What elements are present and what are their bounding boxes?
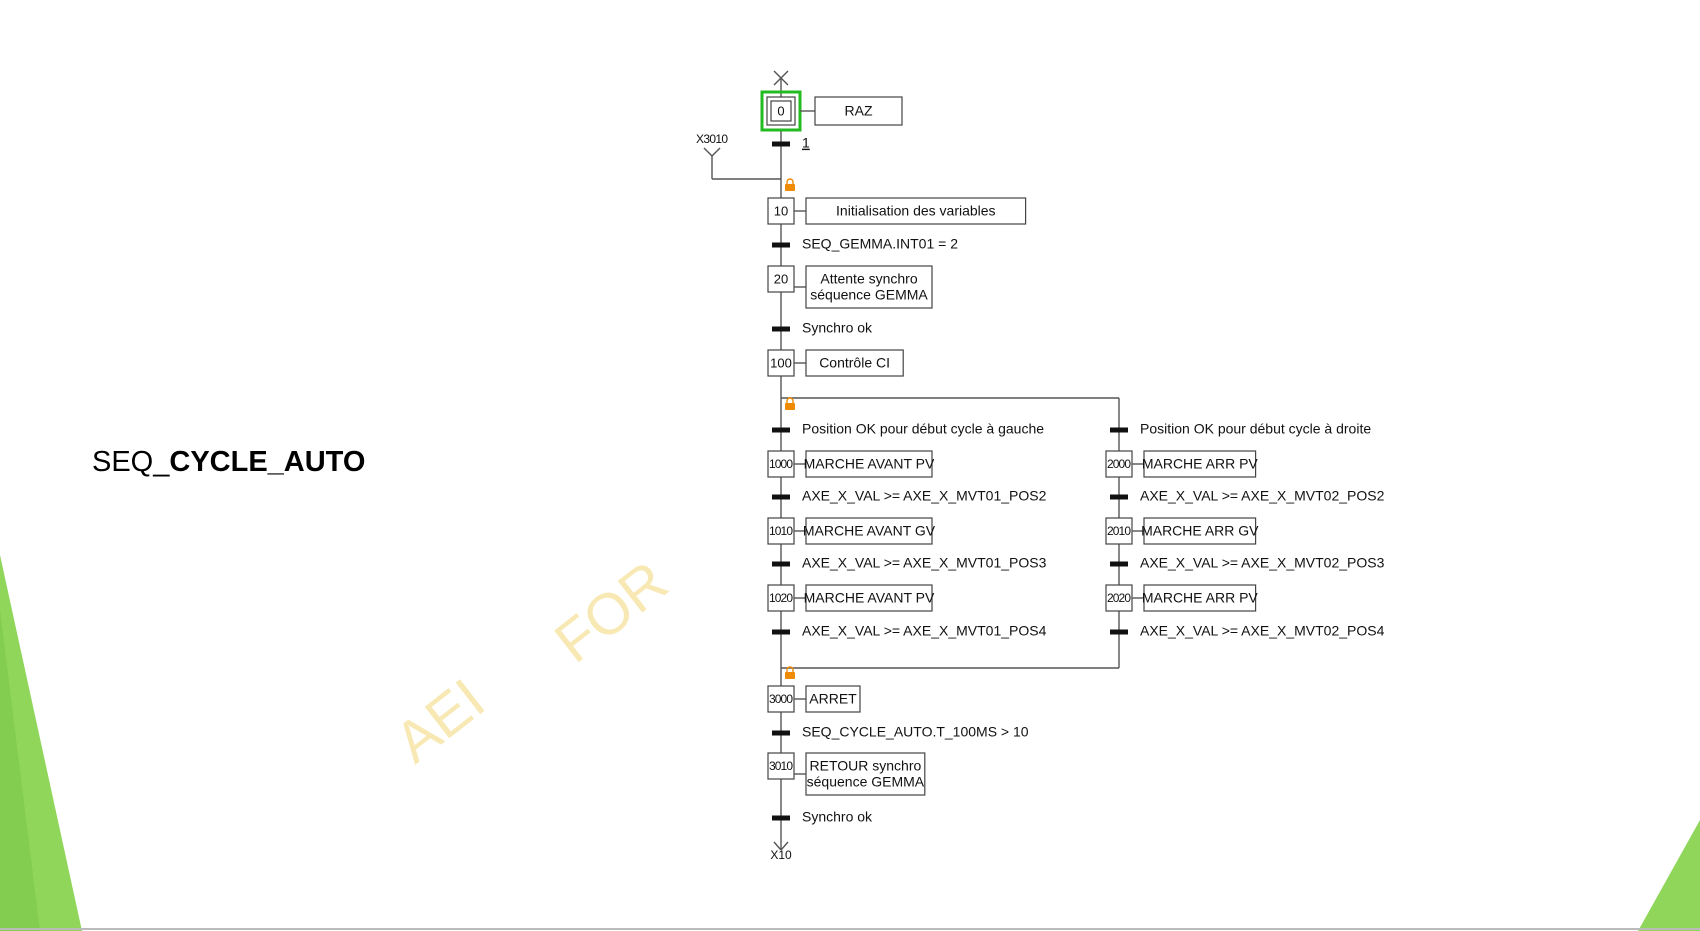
- transition-left-2-bar: [772, 561, 790, 567]
- step-1000-action-box: [805, 450, 933, 478]
- step-1010-action-box: [805, 517, 933, 545]
- lock-icon-3-body: [785, 672, 795, 679]
- transition-right-1-label: AXE_X_VAL >= AXE_X_MVT02_POS2: [1140, 488, 1385, 504]
- transition-right-2-bar: [1110, 561, 1128, 567]
- step-2020-action-text: MARCHE ARR PV: [1142, 590, 1259, 606]
- decor-green-left-dark: [0, 610, 40, 931]
- source-link-label: X3010: [696, 132, 728, 146]
- transition-1-bar: [772, 141, 790, 147]
- source-link-arrow-a: [703, 147, 713, 157]
- step-100-action-text: Contrôle CI: [819, 355, 890, 371]
- step-1000-number: 1000: [769, 457, 793, 471]
- lock-icon-2-shackle: [786, 397, 794, 403]
- transition-right-3-bar: [1110, 629, 1128, 635]
- target-link-label: X10: [770, 848, 792, 862]
- step-2010-action-text: MARCHE ARR GV: [1141, 523, 1259, 539]
- step-20-action-text-2: séquence GEMMA: [810, 287, 928, 303]
- step-1010-action-text: MARCHE AVANT GV: [803, 523, 936, 539]
- step-10-number: 10: [774, 203, 788, 218]
- step-10-action-text: Initialisation des variables: [836, 203, 996, 219]
- lock-icon-2-body: [785, 403, 795, 410]
- step-1020-box: [767, 584, 795, 612]
- step-3000-number: 3000: [769, 692, 793, 706]
- step-0-number: 0: [777, 103, 784, 118]
- transition-right-3-label: AXE_X_VAL >= AXE_X_MVT02_POS4: [1140, 623, 1385, 639]
- step-2020-box: [1105, 584, 1133, 612]
- step-100-action-box: [805, 349, 904, 377]
- step-3010-number: 3010: [769, 759, 793, 773]
- step-20-action-box: [805, 265, 933, 309]
- step-3010-action-box: [805, 752, 926, 796]
- transition-left-1-bar: [772, 494, 790, 500]
- transition-int01-label: SEQ_GEMMA.INT01 = 2: [802, 236, 958, 252]
- step-2000-box: [1105, 450, 1133, 478]
- transition-t100ms-bar: [772, 730, 790, 736]
- lock-icon-1-shackle: [786, 178, 794, 184]
- step-10-action-box: [805, 197, 1027, 225]
- slide-title-bold: CYCLE_AUTO: [169, 446, 366, 478]
- decor-green-right: [1638, 820, 1700, 931]
- step-20-box: [767, 265, 795, 293]
- transition-int01-bar: [772, 242, 790, 248]
- step-2000-number: 2000: [1107, 457, 1131, 471]
- step-1020-number: 1020: [769, 591, 793, 605]
- step-2010-number: 2010: [1107, 524, 1131, 538]
- step-3010-action-text-1: RETOUR synchro: [810, 758, 922, 774]
- transition-left-1-label: AXE_X_VAL >= AXE_X_MVT01_POS2: [802, 488, 1047, 504]
- target-link-arrow-a: [773, 841, 782, 851]
- step-2020-number: 2020: [1107, 591, 1131, 605]
- step-20-action-text-1: Attente synchro: [820, 271, 917, 287]
- step-100-number: 100: [770, 355, 792, 370]
- transition-t100ms-label: SEQ_CYCLE_AUTO.T_100MS > 10: [802, 724, 1029, 740]
- transition-right-2-label: AXE_X_VAL >= AXE_X_MVT02_POS3: [1140, 555, 1385, 571]
- transition-left-3-bar: [772, 629, 790, 635]
- transition-left-3-label: AXE_X_VAL >= AXE_X_MVT01_POS4: [802, 623, 1047, 639]
- step-0-inner-box: [770, 100, 792, 122]
- step-3000-action-text: ARRET: [809, 691, 857, 707]
- transition-synchro-bar: [772, 326, 790, 332]
- step-1020-action-text: MARCHE AVANT PV: [804, 590, 935, 606]
- transition-right-1-bar: [1110, 494, 1128, 500]
- step-1010-number: 1010: [769, 524, 793, 538]
- transition-synchro-end-bar: [772, 815, 790, 821]
- step-3000-box: [767, 685, 795, 713]
- target-link-arrow-b: [780, 841, 789, 851]
- transition-synchro-end-label: Synchro ok: [802, 809, 873, 825]
- transition-right-entry-label: Position OK pour début cycle à droite: [1140, 421, 1371, 437]
- step-2010-box: [1105, 517, 1133, 545]
- step-0-action-text: RAZ: [845, 103, 873, 119]
- slide-title: SEQ_CYCLE_AUTO: [92, 446, 365, 479]
- step-20-number: 20: [774, 271, 788, 286]
- transition-left-entry-label: Position OK pour début cycle à gauche: [802, 421, 1044, 437]
- step-1000-action-text: MARCHE AVANT PV: [804, 456, 935, 472]
- step-2020-action-box: [1143, 584, 1257, 612]
- source-link-arrow-b: [711, 147, 721, 157]
- step-1020-action-box: [805, 584, 933, 612]
- transition-synchro-label: Synchro ok: [802, 320, 873, 336]
- transition-right-entry-bar: [1110, 427, 1128, 433]
- lock-icon-3-shackle: [786, 666, 794, 672]
- step-2010-action-box: [1143, 517, 1257, 545]
- step-3000-action-box: [805, 685, 861, 713]
- step-3010-action-text-2: séquence GEMMA: [807, 774, 925, 790]
- step-0-action-box: [814, 96, 903, 126]
- step-3010-box: [767, 752, 795, 780]
- step-2000-action-box: [1143, 450, 1257, 478]
- transition-left-2-label: AXE_X_VAL >= AXE_X_MVT01_POS3: [802, 555, 1047, 571]
- slide-title-prefix: SEQ_: [92, 446, 170, 478]
- lock-icon-1-body: [785, 184, 795, 191]
- step-10-box: [767, 197, 795, 225]
- step-2000-action-text: MARCHE ARR PV: [1142, 456, 1259, 472]
- transition-left-entry-bar: [772, 427, 790, 433]
- transition-1-label: 1: [802, 135, 810, 151]
